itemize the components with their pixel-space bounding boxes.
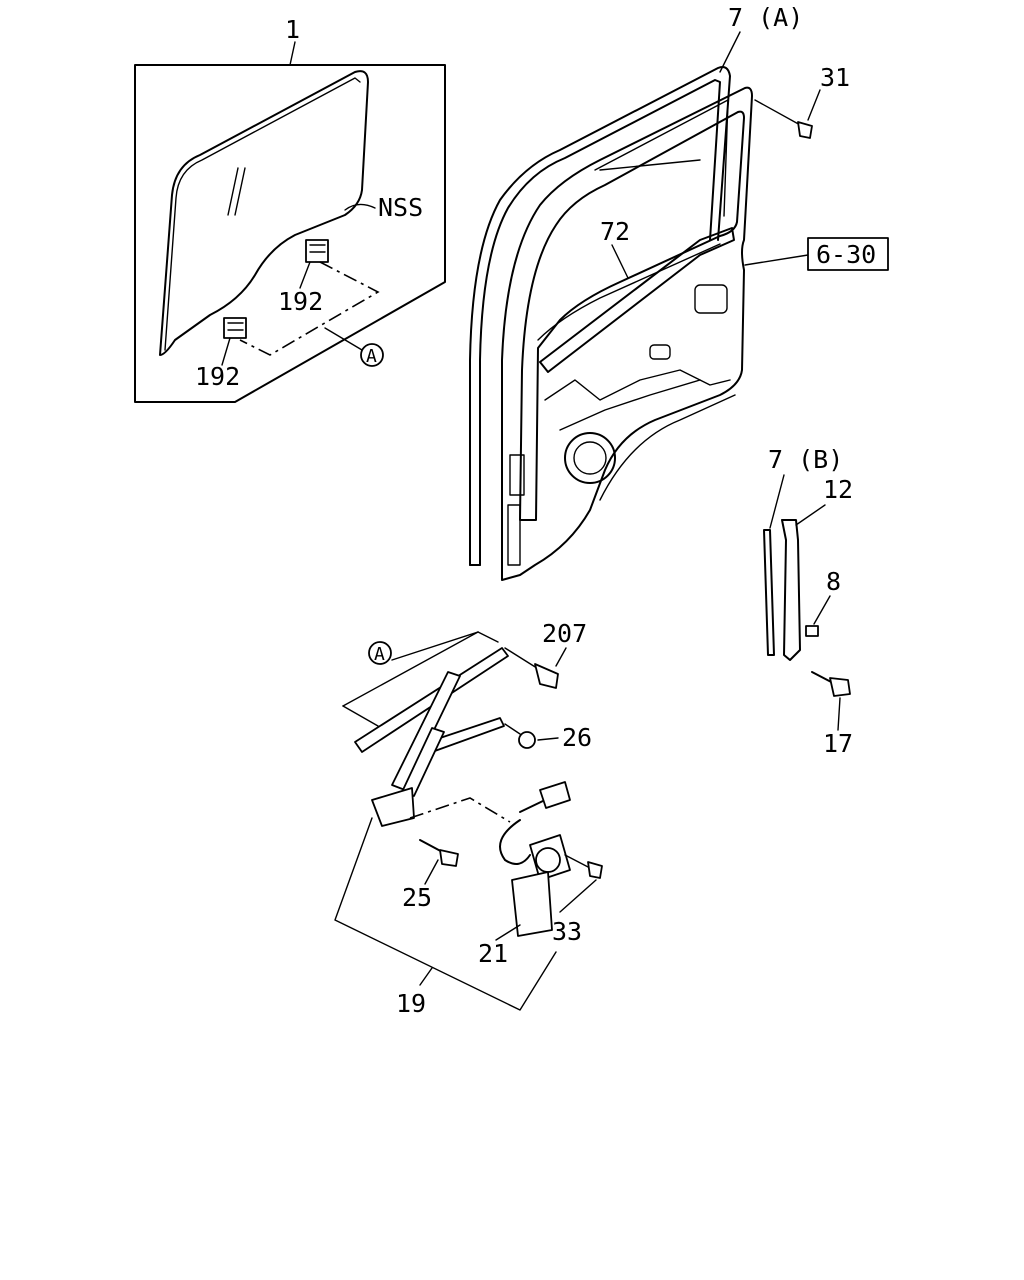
- leader-192-upper: [299, 261, 311, 289]
- door-hinge-slot: [509, 454, 525, 496]
- door-hinge-slot: [507, 504, 521, 566]
- leader-ref-a: [324, 327, 363, 351]
- trim-strip-72: [539, 227, 735, 373]
- leader-19: [419, 967, 433, 986]
- door-sash-inner: [594, 99, 729, 217]
- label-ref-a-regulator: A: [374, 644, 385, 665]
- bolt-17: [811, 671, 851, 731]
- door-window-opening: [519, 110, 745, 521]
- door-glass-edge: [164, 77, 361, 351]
- label-glass: 1: [285, 15, 300, 44]
- leader-1: [289, 41, 296, 66]
- label-clip-upper: 192: [278, 287, 323, 316]
- door-glass: [159, 70, 369, 356]
- nut-26: [504, 723, 559, 749]
- glass-clip-upper: [305, 239, 329, 263]
- label-channel-12: 12: [823, 475, 853, 504]
- regulator-motor-dashline: [409, 797, 511, 823]
- glass-reflection: [227, 167, 239, 216]
- label-nss: NSS: [378, 193, 423, 222]
- glass-frame: [134, 64, 446, 403]
- label-ref-6-30: 6-30: [816, 240, 876, 269]
- leader-72: [611, 244, 629, 279]
- label-motor-21: 21: [478, 939, 508, 968]
- door-belt-line: [537, 243, 721, 341]
- door-panel-detail: [559, 379, 701, 431]
- regulator-assembly: [334, 631, 603, 1011]
- label-screw-8: 8: [826, 567, 841, 596]
- ref-a-line: [342, 705, 379, 727]
- door-speaker-inner: [573, 441, 607, 475]
- label-trim-72: 72: [600, 217, 630, 246]
- door-sash-top: [599, 159, 701, 171]
- regulator-base: [371, 787, 415, 827]
- label-screw-25: 25: [402, 883, 432, 912]
- screw-33: [559, 854, 603, 913]
- ref-circle-a-glass: [360, 343, 384, 367]
- label-screw-33: 33: [552, 917, 582, 946]
- rear-channel-group: [763, 474, 851, 731]
- door-speaker: [564, 432, 616, 484]
- glass-reflection: [234, 167, 246, 216]
- leader-6-30: [744, 254, 809, 266]
- label-bolt-17: 17: [823, 729, 853, 758]
- screw-31: [754, 89, 821, 139]
- motor-21: [495, 834, 571, 941]
- labels: 1 NSS 192 192 A 7 (A) 31 72 6-30 7 (B) 1…: [195, 3, 876, 1018]
- door-panel-hole: [694, 284, 728, 314]
- motor-harness: [499, 819, 531, 865]
- weatherstrip-b: [763, 529, 775, 656]
- label-bolt-207: 207: [542, 619, 587, 648]
- regulator-arm: [391, 671, 461, 791]
- label-weatherstrip-b: 7 (B): [768, 445, 843, 474]
- label-screw-31: 31: [820, 63, 850, 92]
- ref-circle-a-regulator: [368, 641, 392, 665]
- door-panel-detail: [544, 369, 731, 401]
- glass-clip-lower: [223, 317, 247, 339]
- leader-192-lower: [221, 337, 231, 366]
- label-ref-a-glass: A: [366, 346, 377, 367]
- label-assembly-19: 19: [396, 989, 426, 1018]
- leader-nss: [344, 203, 376, 211]
- bolt-207: [504, 647, 567, 689]
- label-clip-lower: 192: [195, 362, 240, 391]
- leader-7b: [769, 474, 785, 529]
- ref-a-line: [477, 631, 499, 643]
- door-panel-detail: [599, 394, 736, 501]
- ref-a-line: [391, 631, 479, 661]
- leader-7a: [719, 31, 741, 73]
- reference-line-a-glass: [239, 261, 380, 356]
- glass-panel-group: [134, 41, 446, 403]
- leader-12: [795, 504, 826, 526]
- door-inner-panel: [501, 86, 753, 581]
- ref-a-line: [342, 631, 479, 707]
- glass-run-channel-12: [781, 519, 801, 661]
- door-assembly: [469, 31, 889, 581]
- label-nut-26: 26: [562, 723, 592, 752]
- label-weatherstrip-a: 7 (A): [728, 3, 803, 32]
- door-panel-hole: [649, 344, 671, 360]
- screw-8: [805, 595, 831, 637]
- ref-box-6-30: [807, 237, 889, 271]
- weatherstrip-a: [469, 66, 731, 566]
- assembly-bracket-19: [334, 817, 557, 1011]
- motor-harness: [519, 799, 546, 813]
- weatherstrip-a-inner: [479, 79, 721, 566]
- screw-25: [419, 839, 459, 885]
- motor-connector: [539, 781, 571, 809]
